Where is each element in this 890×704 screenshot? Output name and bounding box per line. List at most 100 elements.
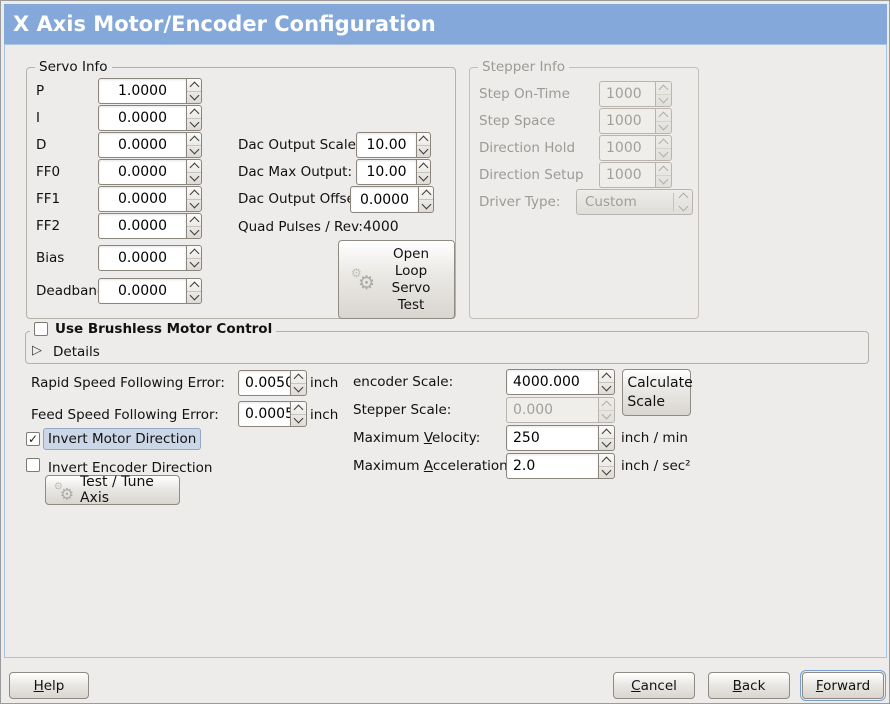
brushless-frame: Use Brushless Motor Control	[25, 322, 869, 364]
calculate-scale-button[interactable]: Calculate Scale	[622, 369, 693, 416]
bias-input[interactable]: 0.0000	[98, 245, 186, 271]
d-spinbox: 0.0000	[98, 132, 202, 158]
encoder-scale-input[interactable]: 4000.000	[506, 369, 598, 395]
servo-info-frame: Servo Info	[26, 59, 456, 319]
dac-output-scale-spinbox: 10.00	[356, 132, 431, 158]
dac-max-output-input[interactable]: 10.00	[356, 159, 416, 185]
test-tune-axis-button[interactable]: ⚙ ⚙ Test / Tune Axis	[45, 474, 180, 506]
dac-output-offset-input[interactable]: 0.0000	[350, 186, 418, 213]
bias-spinbox: 0.0000	[98, 245, 202, 271]
rapid-following-error-spinner[interactable]	[290, 370, 307, 396]
ff1-spinner[interactable]	[186, 186, 202, 212]
d-spinner[interactable]	[186, 132, 202, 158]
stepper-info-frame: Stepper Info	[469, 59, 699, 319]
d-label: D	[36, 137, 47, 153]
direction-setup-label: Direction Setup	[479, 167, 584, 183]
step-space-spinner	[655, 108, 672, 134]
title-bar: X Axis Motor/Encoder Configuration	[4, 4, 887, 44]
stepper-scale-label: Stepper Scale:	[353, 402, 452, 418]
encoder-scale-spinner[interactable]	[598, 369, 615, 395]
use-brushless-label: Use Brushless Motor Control	[55, 321, 273, 337]
ff2-spinbox: 0.0000	[98, 213, 202, 239]
rapid-following-error-input[interactable]: 0.0050	[238, 370, 294, 396]
back-button[interactable]: Back	[708, 672, 790, 699]
i-label: I	[36, 110, 40, 126]
rapid-following-error-label: Rapid Speed Following Error:	[31, 375, 225, 391]
feed-following-error-spinner[interactable]	[290, 401, 307, 427]
forward-button-label: Forward	[815, 677, 871, 694]
maximum-velocity-input[interactable]: 250	[506, 425, 598, 451]
direction-hold-spinner	[655, 135, 672, 161]
driver-type-combobox: Custom	[576, 189, 693, 215]
combo-arrows-icon	[674, 192, 692, 212]
ff2-input[interactable]: 0.0000	[98, 213, 186, 239]
invert-encoder-label[interactable]: Invert Encoder Direction	[48, 460, 213, 476]
stepper-scale-spinbox: 0.000	[506, 397, 615, 423]
help-button[interactable]: Help	[9, 672, 89, 699]
gears-icon: ⚙ ⚙	[351, 266, 376, 294]
invert-motor-checkbox[interactable]: ✓	[26, 432, 40, 446]
driver-type-value: Custom	[585, 194, 637, 210]
details-expander-icon[interactable]: ▷	[32, 343, 42, 358]
invert-encoder-checkbox[interactable]	[26, 458, 40, 472]
dac-output-scale-input[interactable]: 10.00	[356, 132, 416, 158]
step-on-time-spinbox: 1000	[599, 81, 672, 107]
deadband-spinner[interactable]	[186, 278, 202, 304]
p-input[interactable]: 1.0000	[98, 78, 186, 104]
test-tune-axis-label: Test / Tune Axis	[79, 474, 154, 506]
gears-icon: ⚙ ⚙	[53, 479, 75, 504]
maximum-velocity-spinner[interactable]	[598, 425, 615, 451]
ff0-input[interactable]: 0.0000	[98, 159, 186, 185]
ff0-label: FF0	[36, 164, 61, 180]
open-loop-servo-test-button[interactable]: ⚙ ⚙ Open Loop Servo Test	[338, 240, 455, 319]
d-input[interactable]: 0.0000	[98, 132, 186, 158]
deadband-input[interactable]: 0.0000	[98, 278, 186, 304]
ff1-spinbox: 0.0000	[98, 186, 202, 212]
i-input[interactable]: 0.0000	[98, 105, 186, 131]
direction-setup-spinbox: 1000	[599, 162, 672, 188]
maximum-acceleration-spinner[interactable]	[598, 453, 615, 479]
step-space-spinbox: 1000	[599, 108, 672, 134]
step-space-label: Step Space	[479, 113, 556, 129]
stepper-scale-input: 0.000	[506, 397, 598, 423]
back-button-label: Back	[732, 677, 766, 694]
dac-output-offset-spinbox: 0.0000	[350, 186, 434, 213]
encoder-scale-spinbox: 4000.000	[506, 369, 615, 395]
p-label: P	[36, 83, 45, 99]
cancel-button-label: Cancel	[631, 677, 677, 694]
invert-motor-label[interactable]: Invert Motor Direction	[43, 428, 202, 450]
ff2-label: FF2	[36, 218, 61, 234]
rapid-following-error-unit: inch	[310, 375, 339, 391]
maximum-acceleration-input[interactable]: 2.0	[506, 453, 598, 479]
dac-output-offset-spinner[interactable]	[418, 186, 434, 213]
direction-setup-input: 1000	[599, 162, 655, 188]
feed-following-error-spinbox: 0.0005	[238, 401, 307, 427]
step-space-input: 1000	[599, 108, 655, 134]
ff0-spinner[interactable]	[186, 159, 202, 185]
i-spinner[interactable]	[186, 105, 202, 131]
maximum-acceleration-unit: inch / sec²	[621, 458, 691, 474]
cancel-button[interactable]: Cancel	[613, 672, 695, 699]
bias-spinner[interactable]	[186, 245, 202, 271]
step-on-time-label: Step On-Time	[479, 86, 570, 102]
ff2-spinner[interactable]	[186, 213, 202, 239]
direction-hold-label: Direction Hold	[479, 140, 576, 156]
maximum-velocity-spinbox: 250	[506, 425, 615, 451]
dac-max-output-spinbox: 10.00	[356, 159, 431, 185]
forward-button[interactable]: Forward	[802, 672, 884, 699]
driver-type-label: Driver Type:	[479, 194, 561, 210]
ff1-input[interactable]: 0.0000	[98, 186, 186, 212]
use-brushless-checkbox[interactable]	[34, 322, 48, 336]
p-spinbox: 1.0000	[98, 78, 202, 104]
details-expander-label[interactable]: Details	[53, 344, 100, 360]
p-spinner[interactable]	[186, 78, 202, 104]
feed-following-error-input[interactable]: 0.0005	[238, 401, 294, 427]
dac-max-output-spinner[interactable]	[416, 159, 431, 185]
dac-output-scale-spinner[interactable]	[416, 132, 431, 158]
dac-max-output-label: Dac Max Output:	[238, 164, 353, 180]
dac-output-scale-label: Dac Output Scale:	[238, 137, 361, 153]
calculate-scale-label: Calculate Scale	[627, 374, 693, 410]
ff0-spinbox: 0.0000	[98, 159, 202, 185]
feed-following-error-unit: inch	[310, 407, 339, 423]
